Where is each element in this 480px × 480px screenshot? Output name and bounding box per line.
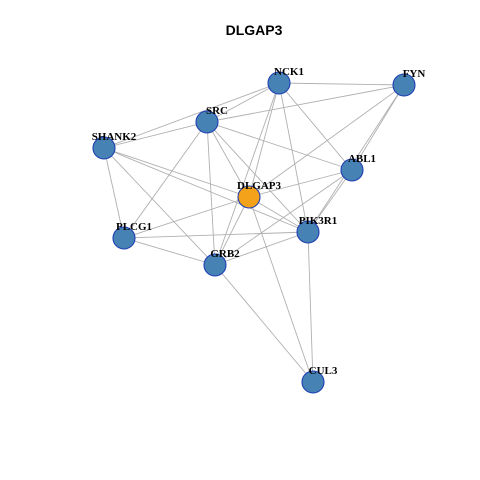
node-src: SRC [195,105,228,134]
edge-fyn-abl1 [351,84,405,171]
edge-nck1-abl1 [278,82,353,171]
node-label-pik3r1: PIK3R1 [299,215,338,227]
edge-fyn-pik3r1 [307,84,405,233]
node-label-cul3: CUL3 [309,365,338,377]
edge-dlgap3-grb2 [214,196,250,266]
edge-abl1-dlgap3 [248,169,353,198]
edge-src-plcg1 [123,121,208,239]
node-plcg1: PLCG1 [112,221,152,250]
edge-shank2-grb2 [103,147,216,266]
node-label-fyn: FYN [403,68,426,80]
edge-src-grb2 [206,121,216,266]
node-dlgap3: DLGAP3 [237,180,282,209]
edge-grb2-pik3r1 [214,231,309,266]
node-shank2: SHANK2 [92,131,137,160]
node-circle-dlgap3 [237,185,261,209]
edge-pik3r1-cul3 [307,231,314,383]
edge-src-abl1 [206,121,353,171]
node-cul3: CUL3 [301,365,338,394]
node-circle-src [195,110,219,134]
edge-fyn-src [206,84,405,123]
node-circle-abl1 [340,158,364,182]
edge-src-shank2 [103,121,208,149]
node-circle-plcg1 [112,226,136,250]
edge-nck1-dlgap3 [248,82,280,198]
node-label-shank2: SHANK2 [92,131,137,143]
edge-grb2-cul3 [214,264,314,383]
edge-plcg1-grb2 [123,237,216,266]
node-circle-grb2 [203,253,227,277]
node-circle-nck1 [267,71,291,95]
node-label-plcg1: PLCG1 [116,221,152,233]
node-pik3r1: PIK3R1 [296,215,338,244]
edge-dlgap3-plcg1 [123,196,250,239]
edge-shank2-plcg1 [103,147,125,239]
node-circle-cul3 [301,370,325,394]
node-nck1: NCK1 [267,66,304,95]
node-circle-pik3r1 [296,220,320,244]
node-circle-fyn [392,73,416,97]
edge-nck1-fyn [278,82,405,86]
edge-nck1-shank2 [103,82,280,149]
node-label-nck1: NCK1 [274,66,304,78]
node-label-abl1: ABL1 [348,153,376,165]
edge-plcg1-pik3r1 [123,231,309,239]
edge-dlgap3-cul3 [248,196,314,383]
edge-layer [103,82,405,383]
node-grb2: GRB2 [203,248,240,277]
node-label-dlgap3: DLGAP3 [237,180,282,192]
edge-src-pik3r1 [206,121,309,233]
diagram-title: DLGAP3 [226,22,283,38]
node-label-grb2: GRB2 [210,248,240,260]
node-fyn: FYN [392,68,426,97]
node-circle-shank2 [92,136,116,160]
edge-src-dlgap3 [206,121,250,198]
edge-fyn-dlgap3 [248,84,405,198]
node-abl1: ABL1 [340,153,376,182]
edge-shank2-pik3r1 [103,147,309,233]
node-label-src: SRC [206,105,228,117]
edge-shank2-dlgap3 [103,147,250,198]
edge-abl1-pik3r1 [307,169,353,233]
edge-nck1-src [206,82,280,123]
